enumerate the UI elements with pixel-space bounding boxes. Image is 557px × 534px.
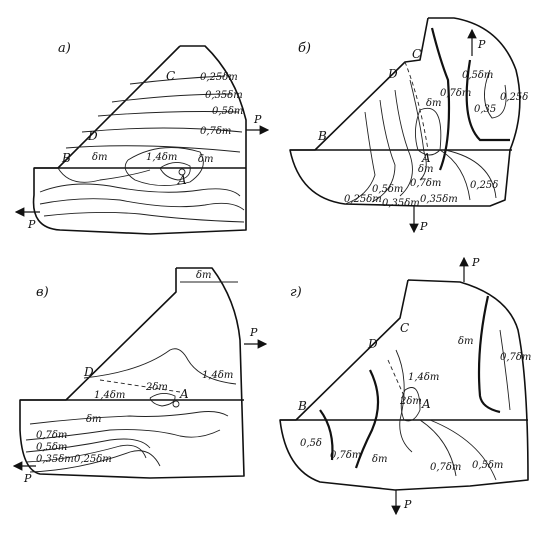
panel-d: г) C D B A δт 0,7δт 1,4δт 2δт 0,5δ 0,7δт… [279, 256, 531, 516]
panel-d-iso-6: δт [372, 454, 388, 465]
panel-d-outline [279, 279, 529, 491]
panel-b-iso-10: 0,25δ [470, 180, 498, 191]
panel-d-isolines [319, 295, 511, 481]
panel-b-isolines [344, 27, 510, 205]
panel-a-isolines [39, 75, 245, 223]
panel-c-iso-6: 0,5δт [36, 442, 67, 453]
panel-b-point-a: A [421, 151, 431, 165]
panel-c-force-left-label: P [23, 472, 32, 485]
panel-b-iso-3: 0,35 [474, 104, 496, 115]
panel-d-iso-5: 0,7δт [330, 450, 361, 461]
panel-b-iso-4: 0,25δ [500, 92, 528, 103]
panel-c-iso-7: 0,35δт [36, 454, 74, 465]
panel-b-iso-5: 0,5δт [372, 184, 403, 195]
panel-a-iso-1: 0,35δт [205, 90, 243, 101]
panel-c-iso-4: δт [86, 414, 102, 425]
panel-a-iso-6: δт [198, 154, 214, 165]
panel-b: б) C D B A 0,5δт 0,7δт δт 0,35 0,25δ 0,5… [289, 17, 528, 234]
panel-d-force-top-label: P [471, 256, 480, 269]
panel-d-point-d: D [367, 337, 378, 351]
panel-d-letter: г) [290, 285, 302, 300]
panel-d-iso-2: 1,4δт [408, 372, 439, 383]
panel-c-iso-5: 0,7δт [36, 430, 67, 441]
panel-d-point-a: A [421, 397, 431, 411]
panel-d-iso-8: 0,5δт [472, 460, 503, 471]
panel-b-iso-7: 0,25δт [344, 194, 382, 205]
panel-b-force-top-label: P [477, 38, 486, 51]
panel-a-iso-5: 1,4δт [146, 152, 177, 163]
panel-a-iso-2: 0,5δт [212, 106, 243, 117]
panel-c-iso-0: δт [196, 270, 212, 281]
panel-b-letter: б) [298, 41, 311, 56]
panel-c: в) D A δт 1,4δт 2δт 1,4δт δт 0,7δт 0,5δт… [12, 267, 268, 485]
panel-a-point-b: B [61, 151, 71, 165]
panel-d-point-b: B [297, 399, 307, 413]
panel-a-force-right-label: P [253, 113, 262, 126]
panel-b-iso-8: 0,35δт [382, 198, 420, 209]
panel-d-iso-1: 0,7δт [500, 352, 531, 363]
panel-d-point-c: C [400, 321, 409, 335]
panel-b-point-b: B [317, 129, 327, 143]
panel-d-force-bottom-label: P [403, 498, 412, 511]
panel-a-force-left-label: P [27, 218, 36, 231]
panel-a-iso-4: δт [92, 152, 108, 163]
panel-a: а) C D B A 0,25δт 0,35δт 0,5δт 0,7δт δт … [14, 41, 270, 235]
panel-c-iso-2: 2δт [145, 382, 168, 393]
panel-c-outline [19, 267, 245, 479]
panel-d-iso-3: 2δт [399, 396, 422, 407]
panel-a-iso-3: 0,7δт [200, 126, 231, 137]
panel-c-force-right-label: P [249, 326, 258, 339]
panel-c-iso-8: 0,25δт [74, 454, 112, 465]
panel-b-iso-2: δт [426, 98, 442, 109]
panel-a-point-d: D [87, 129, 98, 143]
panel-d-iso-7: 0,7δт [430, 462, 461, 473]
panel-a-outline [32, 45, 247, 235]
panel-b-iso-11: δт [418, 164, 434, 175]
panel-b-outline [289, 17, 521, 207]
panel-c-point-d: D [83, 365, 94, 379]
panel-b-point-c: C [412, 47, 421, 61]
panel-a-letter: а) [58, 41, 71, 56]
panel-c-letter: в) [36, 285, 49, 300]
panel-b-force-bottom-label: P [419, 220, 428, 233]
panel-a-iso-0: 0,25δт [200, 72, 238, 83]
panel-b-point-d: D [387, 67, 398, 81]
panel-c-iso-3: 1,4δт [94, 390, 125, 401]
panel-a-point-a: A [177, 173, 187, 187]
panel-d-iso-4: 0,5δ [300, 438, 322, 449]
panel-c-isolines [25, 281, 238, 473]
panel-b-iso-9: 0,35δт [420, 194, 458, 205]
panel-b-iso-6: 0,7δт [410, 178, 441, 189]
panel-d-iso-0: δт [458, 336, 474, 347]
panel-c-iso-1: 1,4δт [202, 370, 233, 381]
panel-a-point-c: C [166, 69, 175, 83]
panel-c-point-a: A [179, 387, 189, 401]
panel-b-iso-1: 0,7δт [440, 88, 471, 99]
panel-b-iso-0: 0,5δт [462, 70, 493, 81]
